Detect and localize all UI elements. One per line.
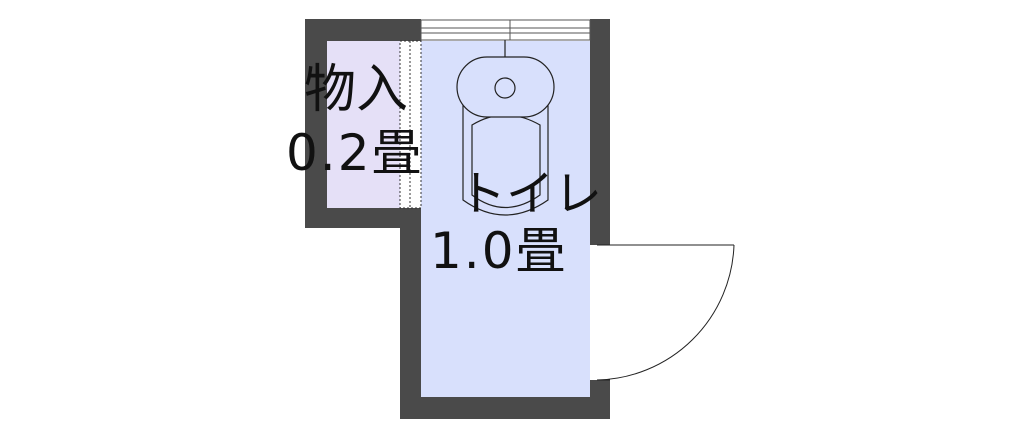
door-swing-arc [596,244,735,381]
toilet-room-area: 1.0畳 [430,222,568,280]
wall-bottom-toilet [400,397,610,419]
wall-right-upper [590,19,610,245]
wall-bottom-storage [305,208,421,228]
walls [305,19,610,419]
wall-left-toilet [400,208,421,419]
sliding-door [399,40,422,209]
toilet-fixture-icon [456,40,555,216]
window [420,19,591,41]
storage-room-area: 0.2畳 [286,124,424,182]
wall-left-storage [305,19,327,228]
storage-room [327,41,400,208]
toilet-room-name: トイレ [458,166,603,222]
wall-right-lower [590,380,610,419]
wall-top-storage [305,19,421,41]
storage-room-name: 物入 [304,60,409,120]
